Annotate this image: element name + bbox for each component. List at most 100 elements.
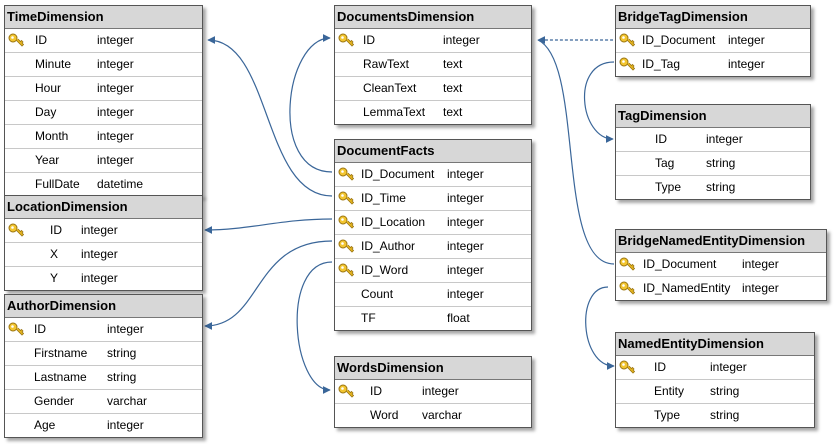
column-name: Age [34,418,56,432]
table-row[interactable]: RawText text [335,53,531,77]
column-type: integer [81,247,118,261]
link-facts-time [207,36,333,197]
column-name: ID [50,223,62,237]
column-type: string [107,346,137,360]
column-name: ID [34,322,46,336]
primary-key-icon [619,257,636,271]
column-type: integer [447,239,484,253]
table-title: NamedEntityDimension [616,333,814,356]
column-type: text [443,105,463,119]
column-name: ID_Document [642,33,716,47]
column-name: CleanText [363,81,417,95]
column-type: integer [706,132,743,146]
column-type: integer [97,57,134,71]
column-type: string [107,370,137,384]
column-name: Lastname [34,370,87,384]
column-name: Hour [35,81,62,95]
primary-key-icon [338,215,355,229]
table-row[interactable]: Year integer [5,149,202,173]
table-row[interactable]: Gender varchar [5,390,202,414]
column-name: FullDate [35,177,80,191]
primary-key-icon [8,33,25,47]
column-type: integer [742,257,779,271]
column-name: Firstname [34,346,88,360]
primary-key-icon [338,239,355,253]
primary-key-icon [619,33,636,47]
column-name: RawText [363,57,410,71]
table-title: LocationDimension [5,196,202,219]
column-name: Gender [34,394,75,408]
column-name: ID [363,33,375,47]
column-type: float [447,311,470,325]
column-type: integer [742,281,779,295]
primary-key-icon [338,191,355,205]
table-row[interactable]: Lastname string [5,366,202,390]
column-name: ID_Word [361,263,409,277]
column-type: text [443,57,463,71]
link-bridgene-namedentity [585,286,615,370]
table-row[interactable]: Firstname string [5,342,202,366]
primary-key-icon [338,33,355,47]
table-row[interactable]: ID_Document integer [616,29,810,53]
column-type: integer [447,167,484,181]
column-type: integer [728,33,765,47]
column-type: datetime [97,177,144,191]
column-name: Year [35,153,60,167]
column-type: integer [728,57,765,71]
link-facts-author [204,240,333,330]
column-type: integer [97,153,134,167]
table-title: TagDimension [616,105,810,128]
column-name: Count [361,287,394,301]
primary-key-icon [619,57,636,71]
primary-key-icon [338,384,355,398]
column-type: varchar [107,394,148,408]
column-type: string [710,408,740,422]
table-row[interactable]: FullDate datetime [5,173,202,196]
column-name: ID [370,384,382,398]
primary-key-icon [338,263,355,277]
column-type: integer [97,33,134,47]
